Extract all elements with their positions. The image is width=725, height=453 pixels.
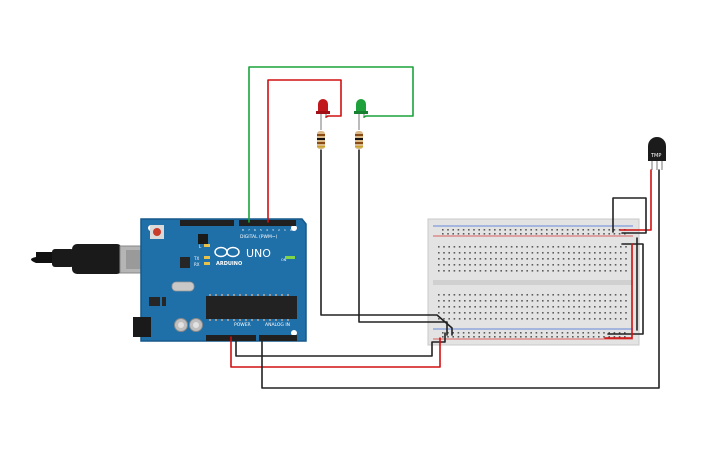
on-label: ON (281, 258, 287, 262)
svg-text:1: 1 (284, 228, 286, 232)
sensor-label: TMP (650, 153, 661, 159)
uno-model-label: UNO (246, 247, 271, 260)
digital-label: DIGITAL (PWM~) (240, 234, 278, 240)
power-label: POWER (234, 322, 251, 328)
on-led-icon (285, 256, 295, 259)
led-rx-label: RX (194, 262, 200, 267)
analog-header[interactable] (259, 335, 297, 341)
red-led-resistor[interactable] (317, 131, 325, 149)
analog-label: ANALOG IN (265, 322, 290, 328)
power-jack[interactable] (133, 317, 151, 337)
digital-header[interactable] (180, 220, 296, 226)
wire-green[interactable] (248, 66, 414, 223)
svg-text:0: 0 (290, 228, 292, 232)
svg-text:5: 5 (260, 228, 262, 232)
wire-rail-black-1[interactable] (612, 197, 647, 234)
wire-black-red-led[interactable] (320, 149, 453, 336)
wire-black-gnd[interactable] (235, 332, 446, 357)
wire-rail-red[interactable] (619, 169, 652, 231)
reset-button[interactable] (150, 225, 164, 239)
green-led[interactable] (354, 99, 368, 130)
wire-rail-red-2[interactable] (604, 243, 633, 339)
arduino-brand: ARDUINO (216, 261, 242, 267)
red-led[interactable] (316, 99, 330, 130)
atmega-chip (206, 294, 297, 321)
breadboard[interactable] (427, 218, 640, 346)
wire-black-analog[interactable] (261, 169, 660, 389)
wire-red-led[interactable] (267, 79, 342, 223)
arduino-logo: ARDUINO (214, 246, 242, 267)
led-tx-label: TX (193, 256, 199, 261)
wire-black-green-led[interactable] (358, 149, 448, 336)
wire-red-5v[interactable] (230, 336, 441, 368)
svg-text:2: 2 (278, 228, 280, 232)
green-led-resistor[interactable] (355, 131, 363, 149)
svg-text:6: 6 (254, 228, 256, 232)
svg-text:3: 3 (272, 228, 274, 232)
svg-text:7: 7 (248, 228, 250, 232)
svg-text:4: 4 (266, 228, 268, 232)
temperature-sensor[interactable]: TMP (648, 137, 666, 170)
led-l (204, 244, 210, 247)
svg-text:8: 8 (242, 228, 244, 232)
led-l-label: L (199, 244, 202, 249)
